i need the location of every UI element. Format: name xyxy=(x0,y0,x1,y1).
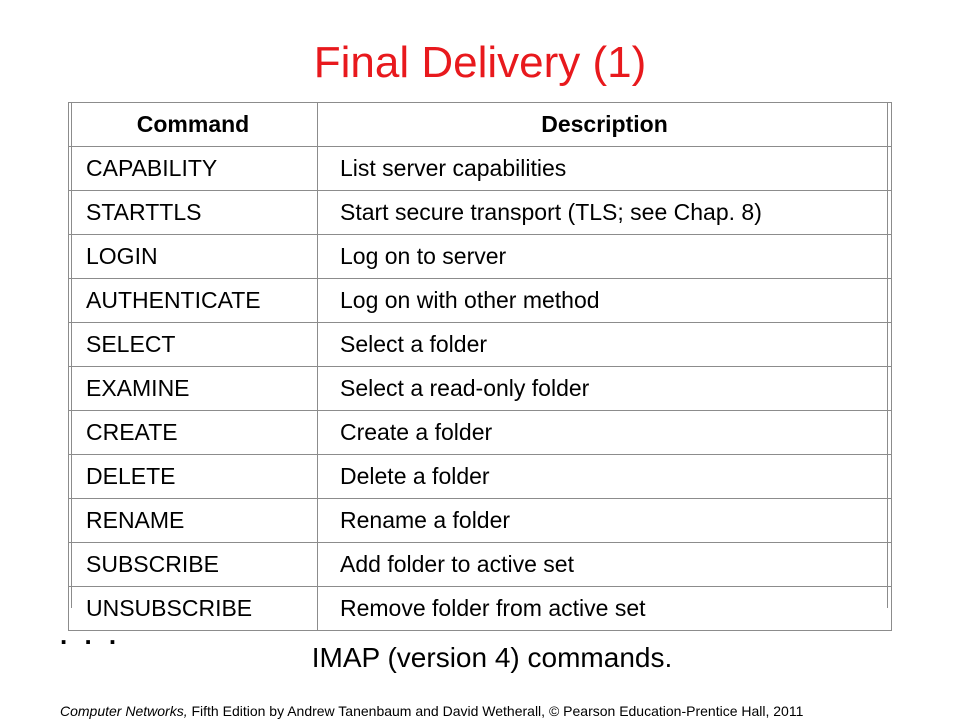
table-right-rule xyxy=(887,102,888,608)
command-cell: SELECT xyxy=(68,322,318,367)
description-cell: Select a folder xyxy=(317,322,892,367)
table-row: SUBSCRIBE Add folder to active set xyxy=(68,542,892,587)
description-cell: Create a folder xyxy=(317,410,892,455)
description-cell: Rename a folder xyxy=(317,498,892,543)
table-row: CREATE Create a folder xyxy=(68,410,892,455)
command-cell: CREATE xyxy=(68,410,318,455)
description-cell: Log on to server xyxy=(317,234,892,279)
description-cell: Delete a folder xyxy=(317,454,892,499)
table-row: RENAME Rename a folder xyxy=(68,498,892,543)
continuation-ellipsis: . . . xyxy=(60,620,122,650)
command-cell: RENAME xyxy=(68,498,318,543)
description-cell: Start secure transport (TLS; see Chap. 8… xyxy=(317,190,892,235)
command-cell: CAPABILITY xyxy=(68,146,318,191)
description-cell: Add folder to active set xyxy=(317,542,892,587)
command-cell: LOGIN xyxy=(68,234,318,279)
description-cell: List server capabilities xyxy=(317,146,892,191)
table-row: SELECT Select a folder xyxy=(68,322,892,367)
command-cell: SUBSCRIBE xyxy=(68,542,318,587)
table-row: DELETE Delete a folder xyxy=(68,454,892,499)
table-row: STARTTLS Start secure transport (TLS; se… xyxy=(68,190,892,235)
table-left-rule xyxy=(71,102,72,608)
table-row: AUTHENTICATE Log on with other method xyxy=(68,278,892,323)
table-header-row: Command Description xyxy=(68,102,892,147)
command-cell: DELETE xyxy=(68,454,318,499)
command-cell: UNSUBSCRIBE xyxy=(68,586,318,631)
footer-book-title: Computer Networks, xyxy=(60,703,188,719)
imap-commands-table-frame: Command Description CAPABILITY List serv… xyxy=(68,102,892,631)
slide-footer: Computer Networks, Fifth Edition by Andr… xyxy=(60,702,803,720)
table-row: UNSUBSCRIBE Remove folder from active se… xyxy=(68,586,892,631)
imap-commands-table: Command Description CAPABILITY List serv… xyxy=(68,102,892,631)
description-cell: Log on with other method xyxy=(317,278,892,323)
table-row: LOGIN Log on to server xyxy=(68,234,892,279)
slide-title: Final Delivery (1) xyxy=(313,38,647,87)
command-cell: STARTTLS xyxy=(68,190,318,235)
table-row: EXAMINE Select a read-only folder xyxy=(68,366,892,411)
table-caption: IMAP (version 4) commands. xyxy=(311,642,673,673)
table-row: CAPABILITY List server capabilities xyxy=(68,146,892,191)
footer-credit: Fifth Edition by Andrew Tanenbaum and Da… xyxy=(187,703,804,719)
command-cell: AUTHENTICATE xyxy=(68,278,318,323)
description-cell: Select a read-only folder xyxy=(317,366,892,411)
header-description: Description xyxy=(317,102,892,147)
header-command: Command xyxy=(68,102,318,147)
command-cell: EXAMINE xyxy=(68,366,318,411)
description-cell: Remove folder from active set xyxy=(317,586,892,631)
